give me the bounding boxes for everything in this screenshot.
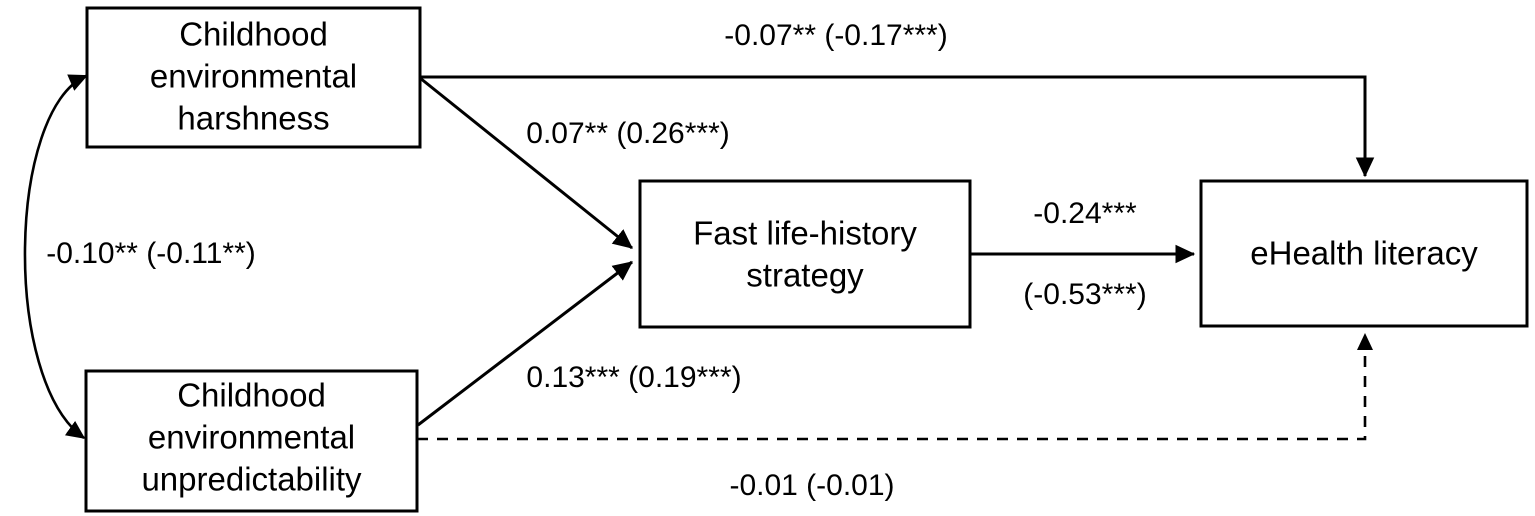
node-childhood-environmental-unpredictability[interactable]: Childhood environmental unpredictability [84, 369, 419, 513]
node-label-unpredictability-line3: unpredictability [141, 461, 362, 498]
coefficient-label-harshness-unpredictability-correlation: -0.10** (-0.11**) [46, 237, 256, 270]
coefficient-label-fast-life-history-to-ehealth-primary: -0.24*** [1033, 197, 1137, 230]
path-harshness-to-fast-life-history [419, 76, 633, 250]
node-label-unpredictability-line2: environmental [148, 419, 355, 456]
path-unpredictability-to-fast-life-history [417, 260, 633, 427]
node-label-harshness-line1: Childhood [179, 16, 328, 53]
coefficient-label-harshness-to-fast-life-history: 0.07** (0.26***) [526, 117, 729, 150]
coefficient-label-fast-life-history-to-ehealth-secondary: (-0.53***) [1023, 278, 1146, 311]
node-label-fast-life-history-line2: strategy [746, 257, 864, 294]
node-box-unpredictability[interactable] [84, 369, 419, 513]
node-label-harshness-line3: harshness [177, 100, 329, 137]
coefficient-label-harshness-to-ehealth: -0.07** (-0.17***) [724, 19, 947, 52]
node-box-ehealth-literacy[interactable] [1199, 179, 1529, 328]
node-box-fast-life-history[interactable] [638, 179, 972, 329]
coefficient-label-unpredictability-to-fast-life-history: 0.13*** (0.19***) [526, 361, 741, 394]
node-label-ehealth-literacy: eHealth literacy [1250, 235, 1478, 272]
node-box-harshness[interactable] [85, 6, 422, 149]
node-label-harshness-line2: environmental [150, 58, 357, 95]
node-fast-life-history-strategy[interactable]: Fast life-history strategy [638, 179, 972, 329]
coefficient-label-unpredictability-to-ehealth: -0.01 (-0.01) [729, 469, 894, 502]
path-harshness-to-ehealth-literacy [420, 75, 1375, 178]
node-label-unpredictability-line1: Childhood [177, 377, 326, 414]
correlation-curve-harshness-unpredictability [23, 74, 88, 440]
node-label-fast-life-history-line1: Fast life-history [693, 215, 917, 252]
node-ehealth-literacy[interactable]: eHealth literacy [1199, 179, 1529, 328]
node-childhood-environmental-harshness[interactable]: Childhood environmental harshness [85, 6, 422, 149]
path-unpredictability-to-ehealth-literacy [417, 332, 1374, 441]
